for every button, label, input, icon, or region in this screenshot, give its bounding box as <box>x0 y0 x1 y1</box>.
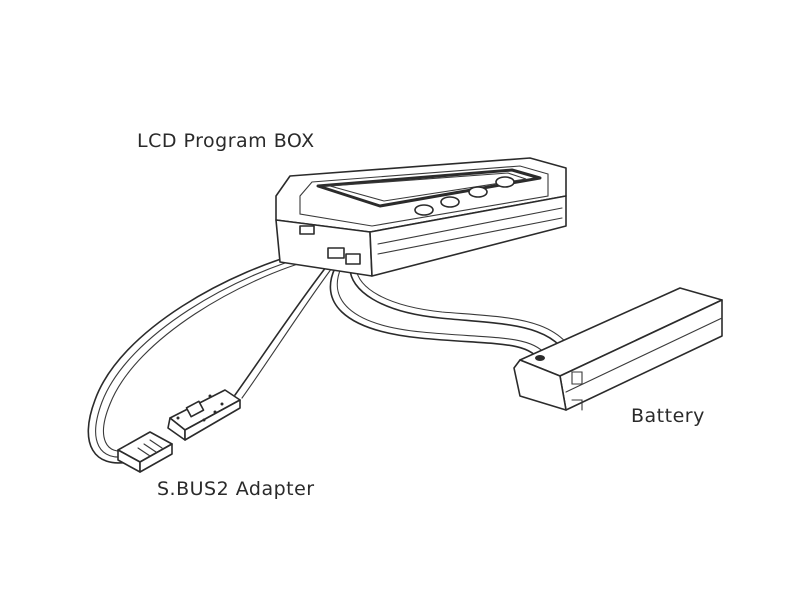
button-row <box>414 176 515 216</box>
adapter-cable <box>87 249 336 464</box>
label-battery: Battery <box>631 405 705 427</box>
lcd-program-box-drawing <box>275 157 567 277</box>
label-sbus2-adapter: S.BUS2 Adapter <box>157 478 315 500</box>
battery-drawing <box>513 287 723 411</box>
battery-cable <box>329 267 583 373</box>
sbus2-adapter-drawing <box>117 389 241 473</box>
side-port <box>299 225 315 235</box>
label-lcd-program-box: LCD Program BOX <box>137 130 315 152</box>
